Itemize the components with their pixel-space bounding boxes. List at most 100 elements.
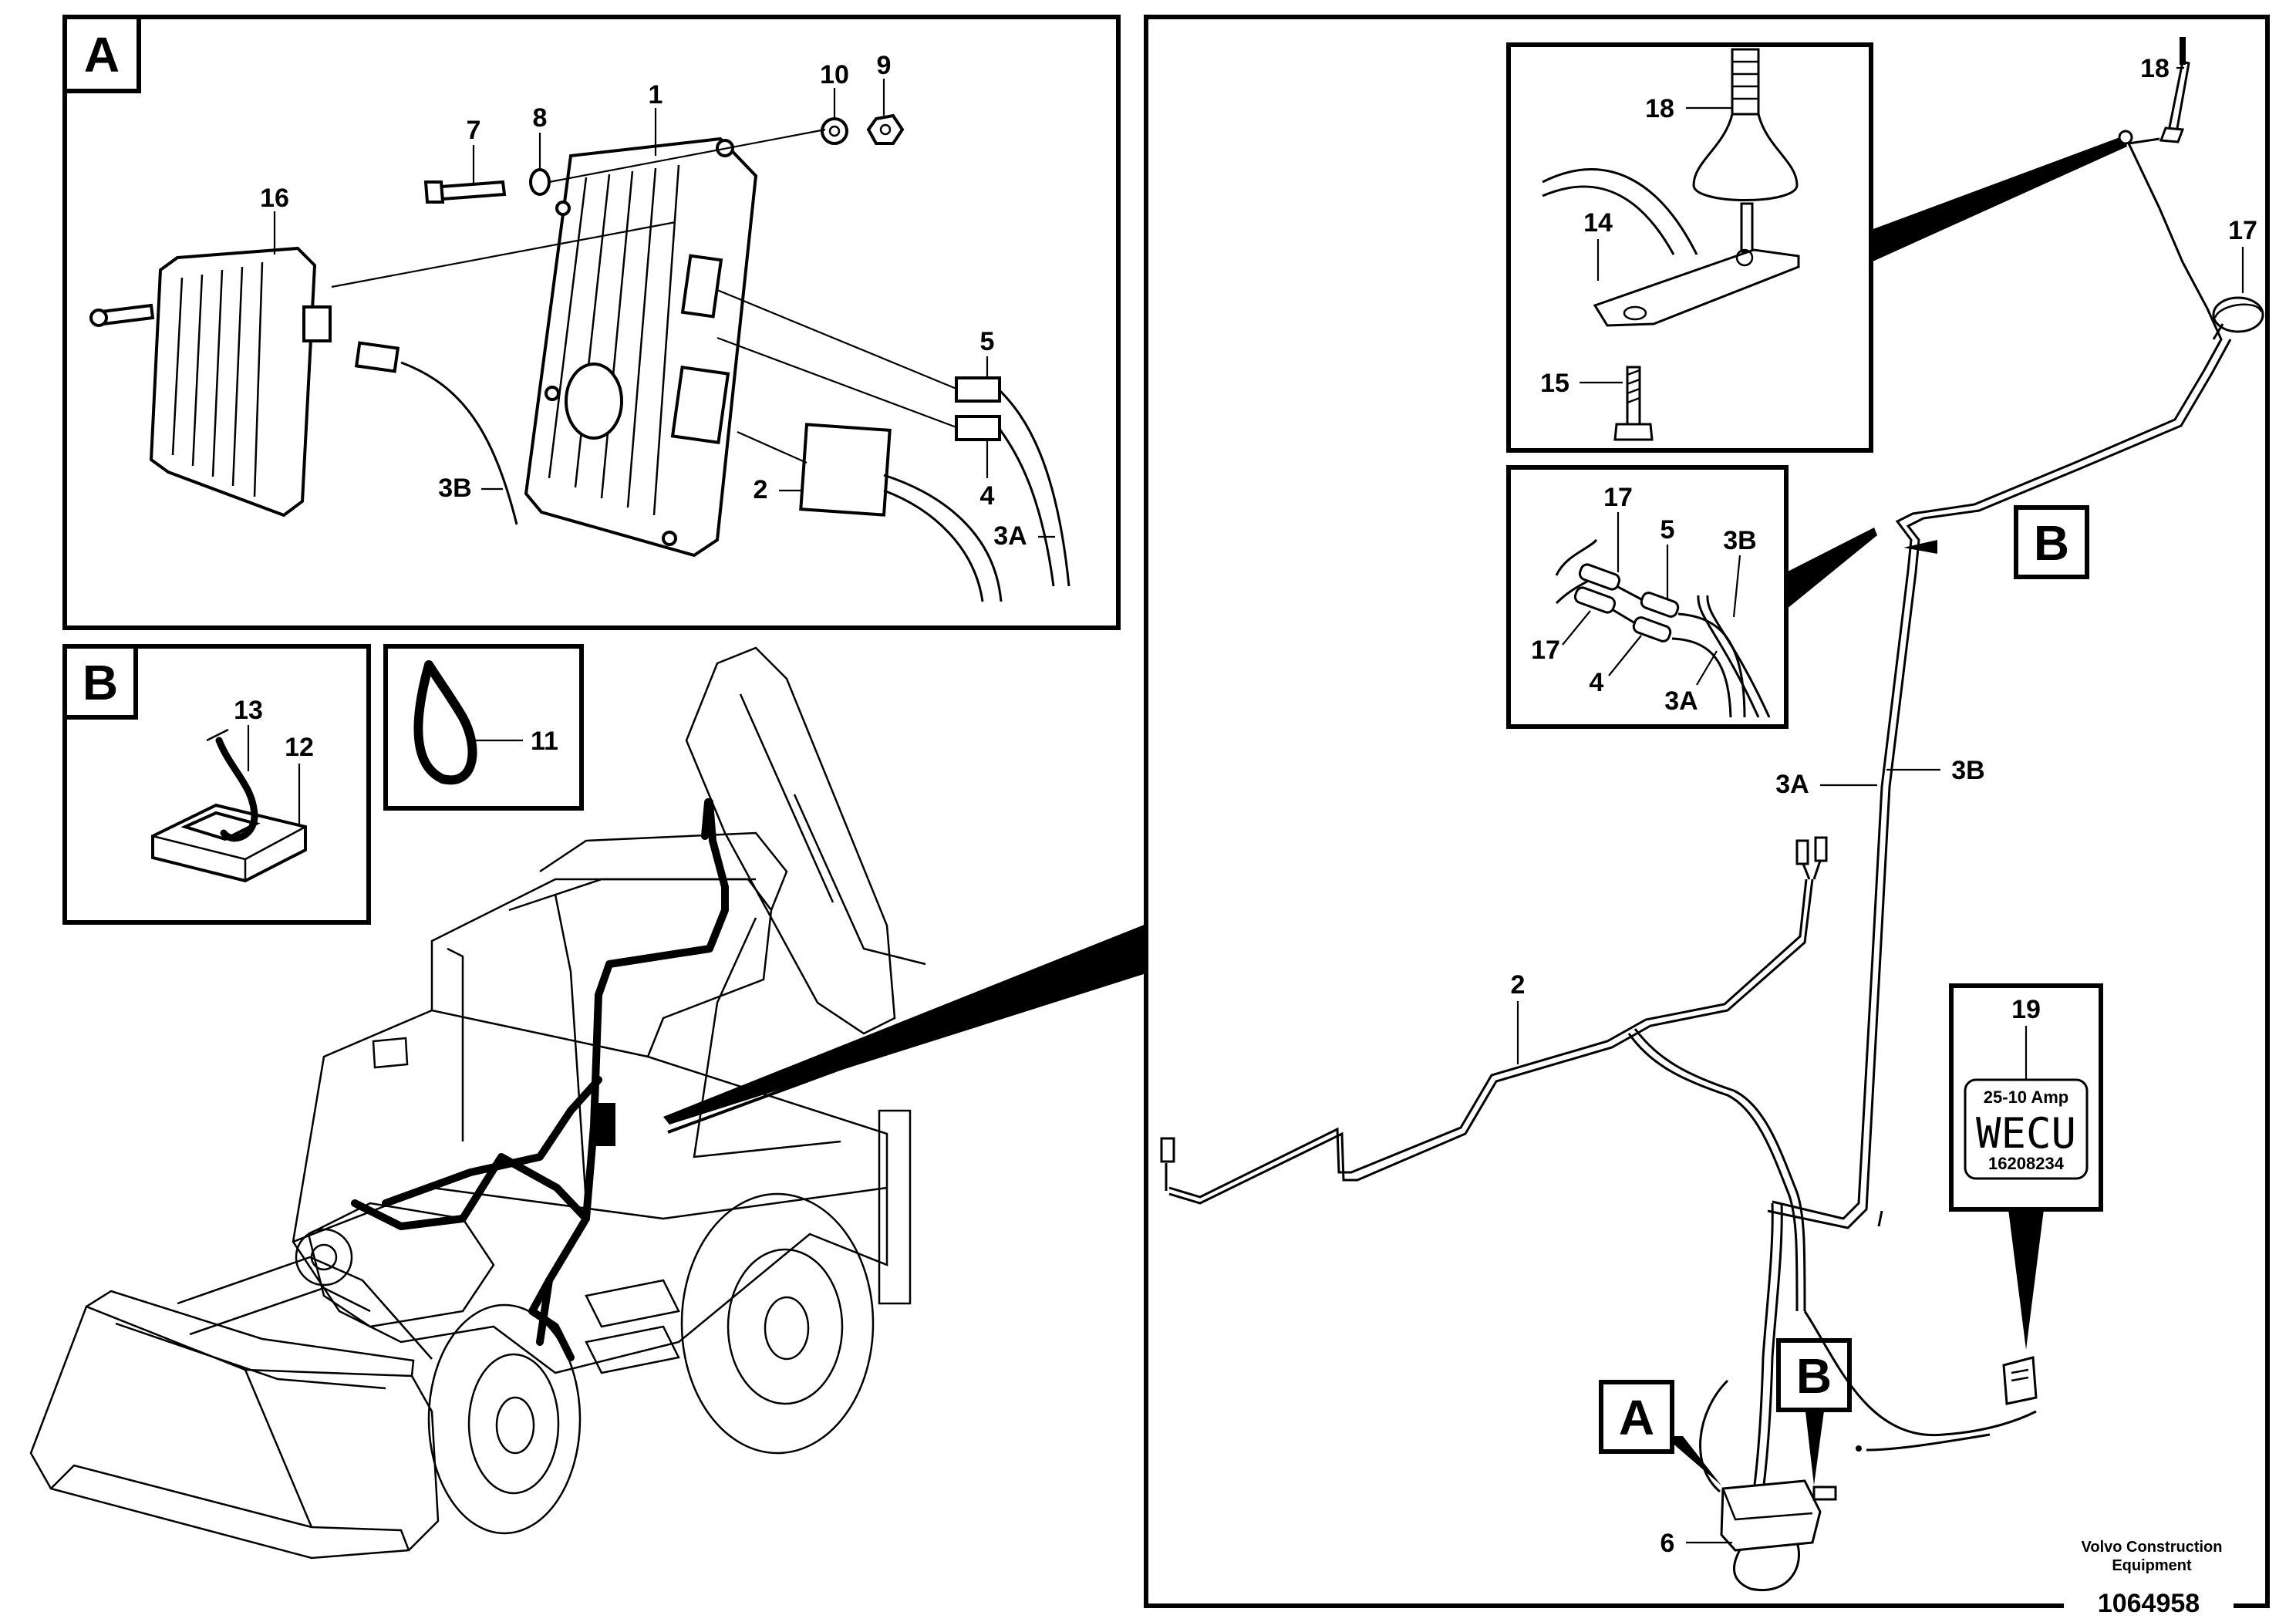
svg-text:B: B [2034,515,2069,571]
wecu-unit [595,1103,615,1146]
section-a-tag: A [62,15,141,93]
svg-text:9: 9 [877,51,892,80]
svg-text:7: 7 [467,116,481,145]
machine-harness [351,798,729,1361]
antenna-detail [1542,48,1800,441]
wecu-decal-small [2002,1356,2038,1405]
main-harness [1160,37,2264,1591]
cover-screw [99,303,155,326]
svg-text:2: 2 [1511,970,1526,1000]
gsm-antenna [2167,60,2190,134]
connector-17-upper [1578,563,1621,591]
cover-connector [354,341,400,373]
antenna-detail-labels: 18 14 15 [1540,94,1732,398]
svg-text:11: 11 [531,727,558,756]
wecu-decal-detail: 19 25-10 Amp WECU 16208234 [1964,995,2089,1180]
svg-text:6: 6 [1660,1529,1675,1558]
callout-b-wedge [1903,540,1937,554]
svg-text:13: 13 [234,696,263,725]
housing-washer [529,168,551,196]
svg-text:1: 1 [649,80,663,110]
cab [430,878,773,1057]
svg-text:16: 16 [260,184,289,213]
svg-text:15: 15 [1540,369,1569,398]
svg-text:4: 4 [1590,668,1604,697]
gps-puck [2212,296,2264,333]
ecu-bracket [1720,1479,1822,1552]
control-unit-cover [149,246,317,518]
main-view-frame [1144,15,2270,1608]
callout-b2-tag: B [1776,1338,1852,1412]
hex-nut [866,113,905,145]
svg-text:A: A [84,27,120,83]
harness-connector-2 [799,423,892,517]
footer: Volvo Construction Equipment 1064958 [2064,1539,2234,1622]
antenna-base [1692,113,1799,201]
svg-text:17: 17 [1531,636,1560,665]
backhoe-boom [685,646,896,1035]
svg-text:12: 12 [285,733,314,762]
svg-text:B: B [1796,1348,1832,1404]
svg-text:14: 14 [1583,208,1613,238]
antenna-bracket [1593,248,1800,327]
svg-text:25-10 Amp: 25-10 Amp [1984,1088,2068,1107]
antenna-cable-3b [1767,339,2232,1229]
connector-17-lower [1573,586,1617,614]
antenna-pointer-wedge [1871,136,2127,262]
svg-text:5: 5 [1660,515,1675,545]
svg-text:3A: 3A [1664,686,1698,716]
svg-text:B: B [83,655,118,710]
main-view-labels: 18 17 3A 3B 2 6 [1511,54,2257,1558]
svg-text:16208234: 16208234 [1988,1154,2065,1173]
svg-text:18: 18 [1645,94,1674,123]
svg-text:2: 2 [754,475,768,504]
connector-5-mini [1640,592,1680,618]
callout-b-tag: B [2014,505,2089,579]
svg-text:19: 19 [2011,995,2041,1024]
svg-text:8: 8 [533,103,548,133]
wecu-decal-label [1964,1078,2089,1180]
section-b-tag: B [62,644,138,720]
detail-a-frame [62,15,1121,630]
svg-text:3B: 3B [438,474,471,503]
svg-text:3B: 3B [1951,756,1984,785]
rear-tire [680,1192,875,1455]
backhoe-loader [29,646,926,1560]
svg-text:Volvo Construction: Volvo Construction [2082,1539,2223,1556]
front-tire [427,1303,582,1535]
connector-pointer-wedge [1786,528,1877,609]
detail-b-frame [62,644,371,925]
svg-text:17: 17 [1603,483,1633,512]
serrated-washer [821,117,848,145]
svg-text:3A: 3A [1775,770,1809,799]
antenna-cable-3a [1772,133,2223,1220]
cable-tie-loop [413,660,477,785]
connector-detail [1555,538,1771,718]
antenna-bolt [1626,366,1641,426]
harness-2 [1168,878,1814,1205]
svg-text:Equipment: Equipment [2112,1557,2192,1574]
detail-tie-frame [383,644,584,811]
connector-5 [955,376,1001,403]
callout-b2-wedge [1805,1405,1825,1485]
front-bucket [29,1305,440,1560]
svg-text:WECU: WECU [1976,1109,2076,1158]
svg-text:3A: 3A [993,521,1027,551]
svg-text:17: 17 [2228,216,2257,245]
detail-b-labels: 13 12 [234,696,314,825]
svg-text:4: 4 [980,481,995,511]
svg-text:18: 18 [2140,54,2170,83]
harness-2-plug [1160,1137,1175,1163]
svg-text:3B: 3B [1723,526,1756,555]
svg-text:A: A [1619,1390,1654,1445]
svg-text:5: 5 [980,327,995,356]
svg-text:10: 10 [820,60,849,89]
svg-text:1064958: 1064958 [2098,1589,2200,1618]
cable-tie-detail: 11 [413,660,558,785]
antenna-mast [1731,48,1760,116]
housing-bolt [439,180,507,201]
detail-a-labels: 1 7 8 10 9 16 5 4 2 3B 3A [260,51,1055,551]
decal-pointer-wedge [2008,1209,2044,1350]
connector-detail-labels: 17 5 3B 17 4 3A [1531,483,1757,716]
